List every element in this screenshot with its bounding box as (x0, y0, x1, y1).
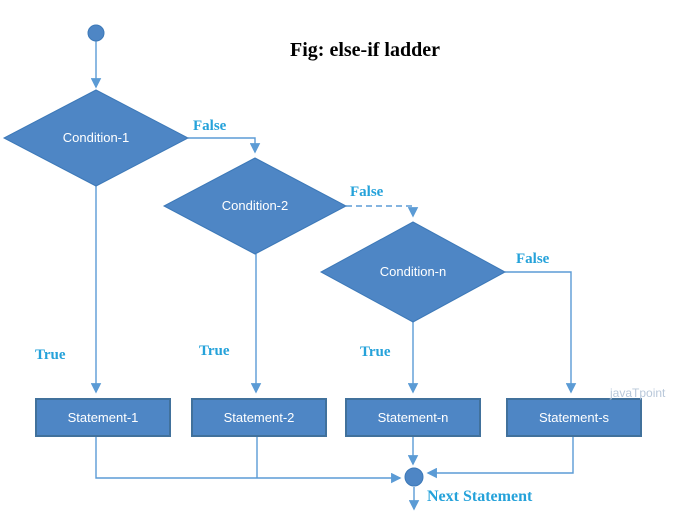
edge-statement-1-to-merge (95, 437, 402, 484)
condition-n-label: Condition-n (380, 264, 447, 279)
statement-2-label: Statement-2 (224, 410, 295, 425)
condition-2-diamond (162, 157, 348, 255)
statement-n-box (345, 398, 481, 437)
statement-1-node: Statement-1 (35, 398, 171, 437)
condition-n-node: Condition-n (319, 221, 507, 323)
page-title: Fig: else-if ladder (290, 39, 440, 61)
statement-1-label: Statement-1 (68, 410, 139, 425)
false-label-1: False (193, 118, 227, 134)
statement-n-node: Statement-n (345, 398, 481, 437)
statement-n-label: Statement-n (378, 410, 449, 425)
connectors (90, 41, 577, 511)
condition-2-label: Condition-2 (222, 198, 289, 213)
merge-node (404, 467, 424, 487)
false-label-3: False (516, 251, 550, 267)
condition-1-node: Condition-1 (2, 89, 190, 187)
edge-condition-n-false (505, 271, 577, 394)
watermark: javaTpoint (609, 386, 666, 400)
next-statement-label: Next Statement (427, 488, 533, 505)
statement-s-box (506, 398, 642, 437)
condition-n-diamond (319, 221, 507, 323)
branch-labels: False False False True True True Next St… (35, 118, 550, 505)
true-label-1: True (35, 347, 66, 363)
start-node (87, 24, 105, 42)
edge-condition-1-false (188, 137, 261, 154)
true-label-2: True (199, 343, 230, 359)
false-label-2: False (350, 184, 384, 200)
edge-statement-s-to-merge (426, 437, 574, 479)
true-label-3: True (360, 344, 391, 360)
statement-s-label: Statement-s (539, 410, 610, 425)
statement-1-box (35, 398, 171, 437)
edge-condition-2-false-dashed (346, 205, 419, 218)
condition-1-diamond (2, 89, 190, 187)
statement-2-box (191, 398, 327, 437)
statement-s-node: Statement-s (506, 398, 642, 437)
condition-1-label: Condition-1 (63, 130, 130, 145)
condition-2-node: Condition-2 (162, 157, 348, 255)
statement-2-node: Statement-2 (191, 398, 327, 437)
